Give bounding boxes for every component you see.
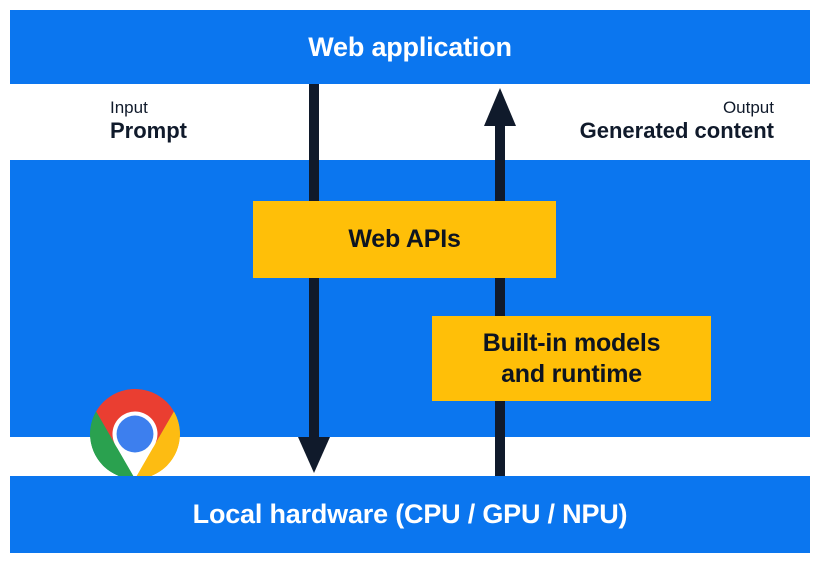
web-apis-box[interactable]: Web APIs — [253, 201, 556, 278]
web-apis-label: Web APIs — [348, 225, 461, 254]
output-kind-label: Output — [722, 98, 774, 117]
input-kind-label: Input — [110, 98, 148, 117]
builtin-models-box[interactable]: Built-in models and runtime — [432, 316, 711, 401]
web-application-label: Web application — [308, 31, 512, 62]
builtin-models-label: Built-in models and runtime — [482, 329, 661, 388]
local-hardware-label: Local hardware (CPU / GPU / NPU) — [192, 499, 628, 529]
local-hardware-band: Local hardware (CPU / GPU / NPU) — [10, 476, 810, 553]
web-application-band: Web application — [10, 10, 810, 84]
arrow-up-icon — [484, 88, 516, 476]
chrome-logo-icon — [90, 389, 180, 479]
input-value-label: Prompt — [110, 118, 187, 144]
output-value-label: Generated content — [579, 118, 774, 144]
output-label-group: Output Generated content — [580, 98, 774, 144]
input-label-group: Input Prompt — [110, 98, 187, 144]
arrow-down-icon — [298, 84, 330, 473]
